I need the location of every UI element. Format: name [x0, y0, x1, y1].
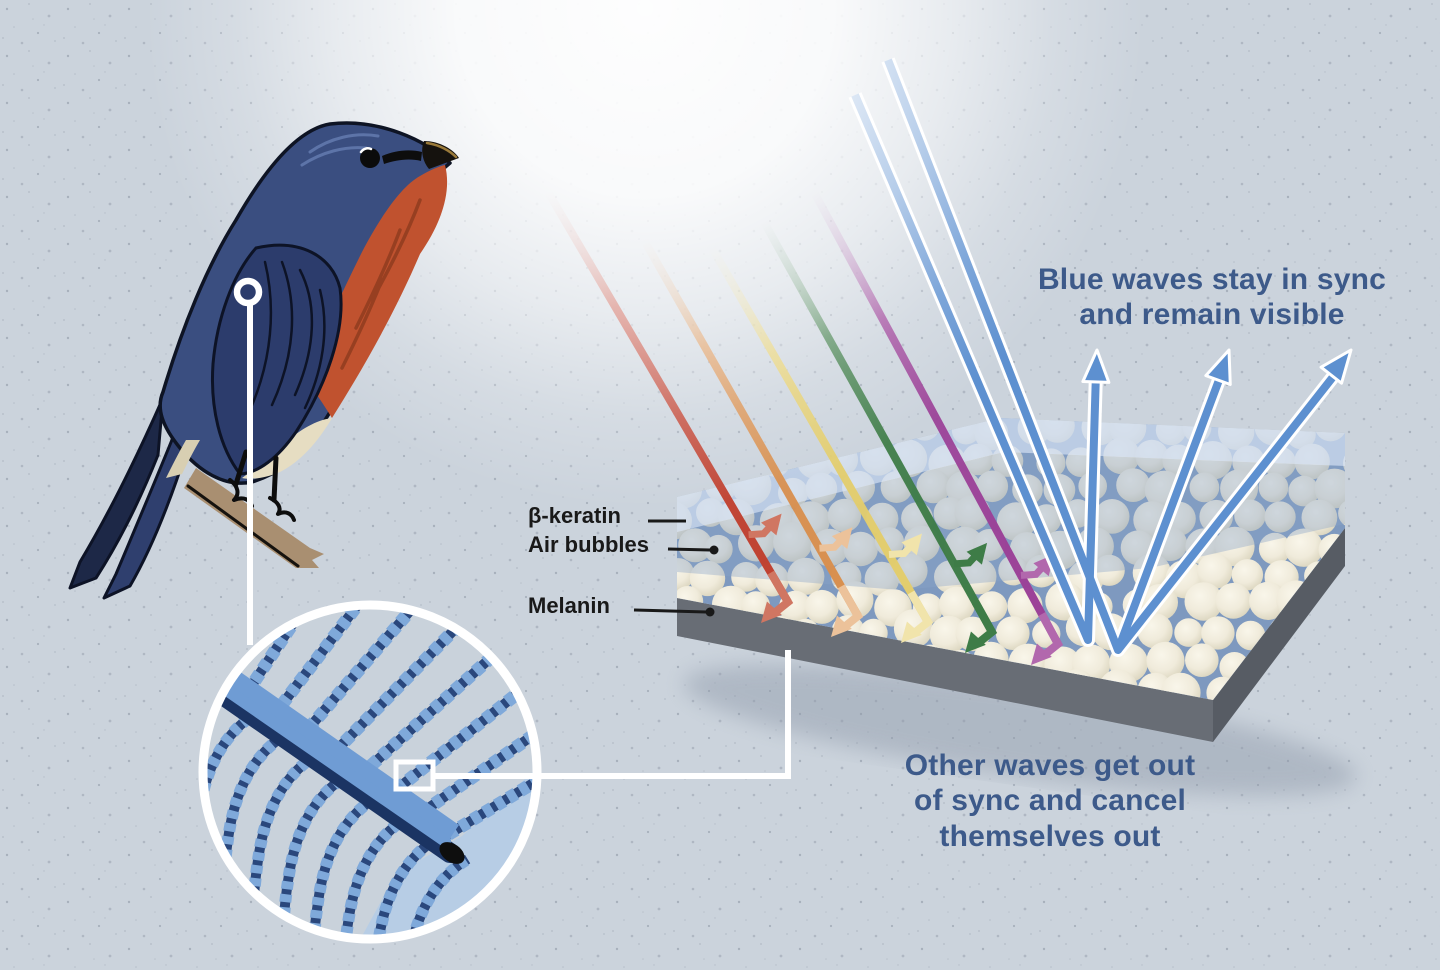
bird-lores	[382, 150, 422, 164]
wing-feather-lines	[248, 260, 326, 412]
label-leader-lines	[633, 519, 711, 614]
bird-legs	[233, 449, 279, 503]
eye-glint	[359, 147, 373, 154]
barb-base-band	[207, 657, 459, 844]
other-waves-caption-line2: of sync and cancel	[913, 784, 1187, 818]
melanin-leader-line	[633, 608, 707, 614]
air-bubbles-leader-line	[667, 547, 711, 552]
white-connectors	[233, 277, 791, 792]
blue-ray-bounce-3	[1114, 365, 1344, 653]
feather-magnifier	[198, 600, 542, 944]
air-bubbles-leader-dot	[709, 545, 719, 555]
other-waves-caption-line1: Other waves get out	[904, 749, 1196, 782]
melanin-layer-right	[1213, 528, 1345, 742]
melanin-leader-dot	[705, 607, 715, 617]
blue-exit-arrowhead-3	[1319, 348, 1353, 385]
crown-highlights	[300, 133, 380, 167]
beta-keratin-label: β-keratin	[528, 503, 621, 528]
magnifier-to-slab-connector	[434, 650, 791, 779]
beak-ridge	[425, 141, 458, 159]
melanin-label: Melanin	[528, 593, 610, 618]
blue-exit-arrowhead-2	[1204, 348, 1232, 387]
bird-tail-back	[102, 418, 188, 600]
other-waves-caption: Other waves get out of sync and cancel t…	[850, 748, 1250, 854]
blue-waves-caption-line1: Blue waves stay in sync	[1037, 263, 1387, 296]
keratin-rim	[677, 418, 1345, 532]
feather-shaft	[207, 667, 451, 847]
melanin-layer-left	[677, 598, 1213, 742]
branch-shadow-edge	[186, 484, 300, 568]
blue-waves-caption-line2: and remain visible	[1079, 298, 1345, 332]
blue-waves-caption: Blue waves stay in sync and remain visib…	[1012, 262, 1412, 333]
feather-location-marker	[233, 277, 263, 307]
zoom-region-box	[393, 759, 436, 792]
bird-tail-front	[68, 396, 165, 590]
slab-shadow	[683, 664, 1357, 796]
undertail-coverts	[166, 440, 200, 478]
air-bubbles-label: Air bubbles	[528, 532, 650, 557]
bird-beak	[422, 141, 459, 169]
magnifier-ring	[198, 600, 542, 944]
branch	[184, 468, 324, 568]
feather-shaft-tip	[439, 842, 465, 864]
other-waves-caption-line3: themselves out	[939, 819, 1161, 853]
breast-streaks	[340, 198, 422, 370]
feather-barbs	[207, 609, 533, 935]
feather-shaft-shadow	[207, 672, 460, 863]
bird-eye	[360, 148, 380, 168]
